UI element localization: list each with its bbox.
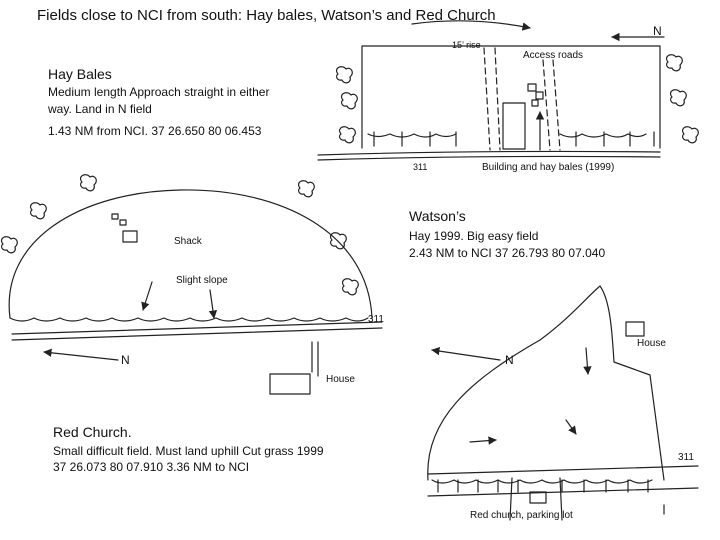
north-label: N [505,353,514,367]
hay-bale [111,213,119,220]
road-label-311: 311 [368,314,384,325]
page-title: Fields close to NCI from south: Hay bale… [37,7,496,24]
north-arrow [431,346,501,361]
hay-bale [531,99,539,107]
tree [338,126,356,144]
hay-bale [119,219,127,226]
house [269,373,311,395]
tree [329,232,347,250]
road-label-311: 311 [413,162,428,172]
tree [665,54,683,72]
watsons-coords: 2.43 NM to NCI 37 26.793 80 07.040 [409,246,606,260]
access-road-right-dashed [542,59,551,151]
building-label: Building and hay bales (1999) [482,162,615,173]
fence-line [9,317,369,322]
shack [122,230,138,243]
tree [341,278,359,296]
house-label: House [326,374,355,385]
hay-bale [535,91,544,100]
road-311 [11,321,383,341]
hay-bales-desc-line2: way. Land in N field [48,102,152,116]
tree [335,66,353,84]
fence-line [431,479,653,484]
red-church-heading: Red Church. [53,424,132,440]
red-church-coords: 37 26.073 80 07.910 3.36 NM to NCI [53,460,250,474]
red-church [529,491,547,504]
house [625,321,645,337]
parking-lot [509,477,563,521]
tree [79,174,97,192]
hay-bales-desc-line1: Medium length Approach straight in eithe… [48,85,270,99]
access-roads-label: Access roads [523,50,584,61]
road-label-311: 311 [678,452,694,463]
north-label: N [653,24,662,38]
red-church-diagram [427,285,699,521]
shack-label: Shack [174,236,202,247]
road-311 [427,465,699,497]
north-label: N [121,353,130,367]
watsons-diagram [0,174,383,395]
landing-arrow [583,347,592,375]
tree [681,126,699,144]
hay-bales-diagram [317,20,699,161]
house-label: House [637,338,666,349]
building [502,102,526,150]
slope-label: Slight slope [176,275,228,286]
road-311 [317,150,661,161]
landing-arrow [469,436,497,445]
watsons-heading: Watson’s [409,208,466,224]
hay-bales-coords: 1.43 NM from NCI. 37 26.650 80 06.453 [48,124,262,138]
fence-posts [437,479,649,493]
field-outline [361,45,661,149]
landing-arrow [208,289,218,319]
field-outline [427,285,665,481]
rise-label: 15’ rise [452,40,481,50]
landing-arrow [141,281,153,311]
tree [669,89,687,107]
hay-bales-heading: Hay Bales [48,66,112,82]
red-church-desc: Small difficult field. Must land uphill … [53,444,324,458]
parking-lot-label: Red church, parking lot [470,510,573,521]
watsons-desc: Hay 1999. Big easy field [409,229,539,243]
driveway [311,341,319,377]
hay-bale [527,83,537,92]
tree [0,236,18,254]
field-outline [8,189,373,319]
title-arrow [411,20,531,31]
tree [340,92,358,110]
north-arrow [43,348,119,361]
tree [297,180,315,198]
access-road-right-dashed-2 [552,59,561,151]
landing-arrow [565,419,577,435]
tree [29,202,47,220]
access-road-left-dashed-2 [494,47,501,151]
fence-posts [373,131,655,147]
access-road-left-dashed [483,47,491,151]
